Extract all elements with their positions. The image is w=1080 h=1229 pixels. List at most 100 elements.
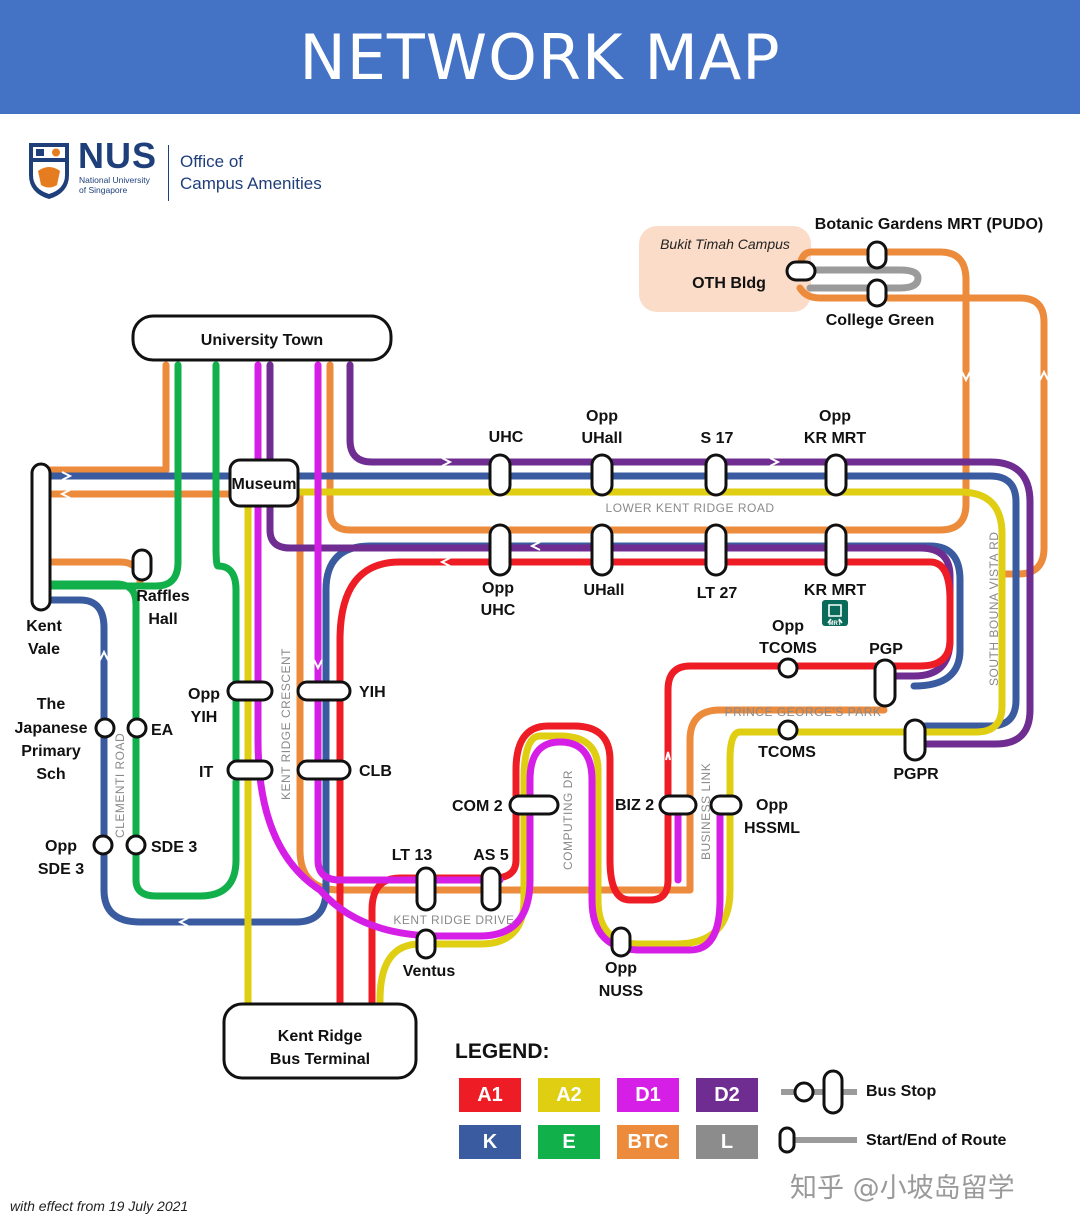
lt27-stop[interactable]	[704, 523, 728, 577]
ventus-label: Ventus	[403, 963, 456, 980]
uhall-label: UHall	[584, 582, 625, 599]
opp-hssml-stop[interactable]	[709, 794, 743, 816]
opp-yih-label-line2: YIH	[191, 709, 218, 726]
opp-uhall-label-line1: Opp	[586, 408, 618, 425]
title-banner: NETWORK MAP	[0, 0, 1080, 114]
nus-subtitle-line1: National University	[79, 175, 150, 185]
pgpr-label: PGPR	[893, 766, 939, 783]
botanic-gardens-stop[interactable]	[866, 240, 888, 270]
college-green-stop[interactable]	[866, 278, 888, 308]
nus-wordmark: NUS	[78, 135, 158, 176]
ventus-stop[interactable]	[415, 928, 437, 960]
tcoms-label: TCOMS	[758, 744, 816, 761]
raffles-hall-stop[interactable]	[131, 548, 153, 582]
legend-k-swatch: K	[459, 1125, 521, 1159]
legend-start-end-label: Start/End of Route	[866, 1132, 1007, 1149]
nus-subtitle-line2: of Singapore	[79, 185, 128, 195]
kent-ridge-bus-terminal-hub[interactable]	[222, 1002, 418, 1080]
pgp-stop[interactable]	[873, 658, 897, 708]
tcoms-stop[interactable]	[777, 719, 799, 741]
as5-stop[interactable]	[480, 866, 502, 912]
opp-tcoms-stop[interactable]	[777, 657, 799, 679]
opp-uhall-label-line2: UHall	[582, 430, 623, 447]
sde3-stop[interactable]	[125, 834, 147, 856]
nus-subtitle: National University of Singapore	[79, 175, 150, 195]
opp-yih-label-line1: Opp	[188, 686, 220, 703]
page-title: NETWORK MAP	[299, 21, 781, 94]
route-btc-main	[326, 248, 970, 534]
biz2-label: BIZ 2	[615, 797, 654, 814]
s17-stop[interactable]	[704, 453, 728, 497]
opp-tcoms-label-line2: TCOMS	[759, 640, 817, 657]
mrt-badge-label: MRT	[829, 621, 842, 627]
biz2-stop[interactable]	[658, 794, 698, 816]
route-btc-kent-vale	[38, 558, 144, 586]
opp-nuss-stop[interactable]	[610, 926, 632, 958]
museum-hub[interactable]	[228, 458, 300, 508]
clb-label: CLB	[359, 763, 392, 780]
uhall-stop[interactable]	[590, 523, 614, 577]
uhc-stop[interactable]	[488, 453, 512, 497]
route-btc-college-green	[796, 284, 1048, 578]
legend-round-stop-icon	[793, 1081, 815, 1103]
pgp-label: PGP	[869, 641, 903, 658]
south-buona-vista-road-label: SOUTH BOUNA VISTA RD	[987, 532, 1001, 686]
com2-stop[interactable]	[508, 794, 560, 816]
bukit-timah-campus-label: Bukit Timah Campus	[660, 236, 790, 252]
kent-vale-label-line1: Kent	[26, 618, 62, 635]
sde3-label: SDE 3	[151, 839, 197, 856]
clb-stop[interactable]	[296, 759, 352, 781]
prince-georges-park-label: PRINCE GEORGE'S PARK	[725, 705, 882, 719]
pgpr-stop[interactable]	[903, 718, 927, 762]
university-town-hub[interactable]	[131, 314, 393, 362]
route-d2-lower-kent-ridge	[346, 361, 1034, 748]
legend-d2-swatch: D2	[696, 1078, 758, 1112]
opp-kr-mrt-stop[interactable]	[824, 453, 848, 497]
opp-sde3-label-line1: Opp	[45, 838, 77, 855]
yih-label: YIH	[359, 684, 386, 701]
raffles-hall-label-line2: Hall	[148, 611, 177, 628]
opp-uhc-stop[interactable]	[488, 523, 512, 577]
kent-vale-stop[interactable]	[30, 462, 52, 612]
oth-bldg-stop[interactable]	[785, 260, 817, 282]
opp-kr-mrt-label-line1: Opp	[819, 408, 851, 425]
yih-stop[interactable]	[296, 680, 352, 702]
lower-kent-ridge-road-label: LOWER KENT RIDGE ROAD	[606, 501, 775, 515]
uhc-label: UHC	[489, 429, 524, 446]
as5-label: AS 5	[473, 847, 509, 864]
opp-sde3-stop[interactable]	[92, 834, 114, 856]
nus-crest-icon	[29, 143, 69, 199]
route-e-raffles	[38, 361, 182, 590]
effective-date-note: with effect from 19 July 2021	[10, 1198, 189, 1214]
stop-labels: OTH Bldg Botanic Gardens MRT (PUDO) Coll…	[15, 216, 1044, 1000]
college-green-label: College Green	[826, 312, 934, 329]
it-stop[interactable]	[226, 759, 274, 781]
legend-terminus-icon	[778, 1126, 796, 1154]
legend-bar-stop-icon	[822, 1069, 844, 1115]
route-btc-utown-west	[38, 361, 170, 474]
kr-mrt-label: KR MRT	[804, 582, 866, 599]
opp-hssml-label-line2: HSSML	[744, 820, 800, 837]
bus-stops	[92, 240, 927, 960]
opp-yih-stop[interactable]	[226, 680, 274, 702]
opp-kr-mrt-label-line2: KR MRT	[804, 430, 866, 447]
legend-d1-swatch: D1	[617, 1078, 679, 1112]
bukit-timah-campus-area	[639, 226, 811, 312]
ea-stop[interactable]	[126, 717, 148, 739]
japanese-school-stop[interactable]	[94, 717, 116, 739]
legend-key-icons	[778, 1069, 857, 1154]
lt13-stop[interactable]	[415, 866, 437, 912]
legend: LEGEND: A1 A2 D1 D2 K E BTC L Bus Stop S…	[455, 1040, 1065, 1170]
kr-mrt-stop[interactable]	[824, 523, 848, 577]
japanese-school-label-line2: Japanese	[15, 720, 88, 737]
kent-ridge-bus-terminal-label-line1: Kent Ridge	[278, 1028, 363, 1045]
business-link-label: BUSINESS LINK	[699, 763, 713, 860]
opp-uhc-label-line2: UHC	[481, 602, 516, 619]
office-name: Office of Campus Amenities	[180, 151, 322, 195]
legend-title: LEGEND:	[455, 1040, 550, 1063]
route-k-kent-ridge-crescent	[38, 542, 964, 926]
opp-uhall-stop[interactable]	[590, 453, 614, 497]
mrt-train-icon	[827, 604, 843, 624]
